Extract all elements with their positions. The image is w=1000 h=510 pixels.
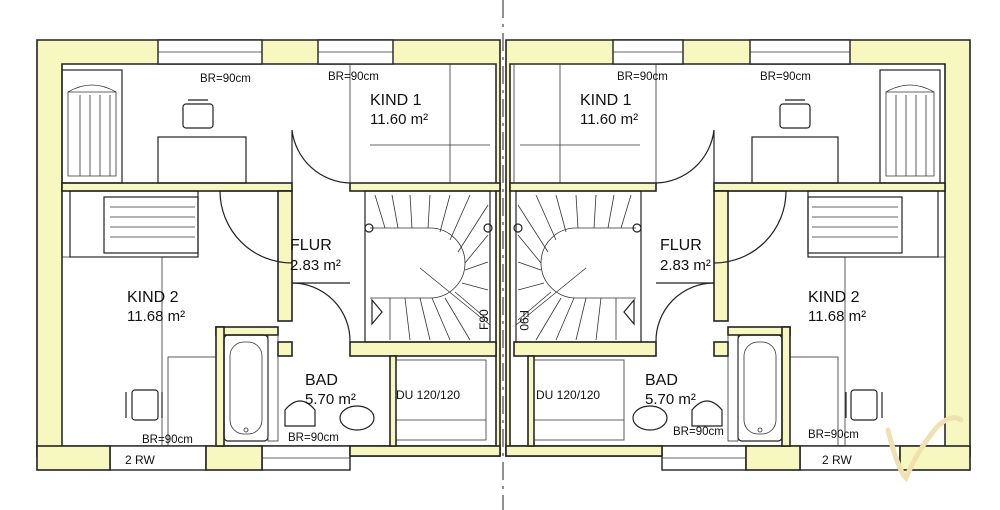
left-flur-area: 2.83 m² — [290, 257, 341, 274]
left-window-top-1-label: BR=90cm — [200, 73, 251, 85]
left-bad-area: 5.70 m² — [305, 391, 356, 408]
watermark-logo — [885, 415, 964, 483]
left-shower-label: DU 120/120 — [396, 388, 460, 402]
left-bad-label: BAD — [305, 372, 338, 389]
right-flur-label: FLUR — [660, 237, 702, 254]
right-shower-label: DU 120/120 — [536, 388, 600, 402]
left-window-bottom-1-label: BR=90cm — [142, 434, 193, 446]
right-kind2-label: KIND 2 — [808, 289, 860, 306]
right-bad-area: 5.70 m² — [645, 391, 696, 408]
right-window-bottom-2-label: BR=90cm — [808, 429, 859, 441]
left-kind2-area: 11.68 m² — [127, 308, 185, 325]
right-stair-fire-label: F90 — [517, 310, 531, 331]
left-window-bottom-2-label: BR=90cm — [288, 432, 339, 444]
right-kind1-area: 11.60 m² — [580, 111, 638, 128]
right-flur-area: 2.83 m² — [660, 257, 711, 274]
left-rw-label: 2 RW — [125, 453, 155, 467]
left-kind1-area: 11.60 m² — [370, 111, 428, 128]
right-kind2-area: 11.68 m² — [808, 308, 866, 325]
left-window-top-2-label: BR=90cm — [328, 71, 379, 83]
right-kind1-label: KIND 1 — [580, 92, 632, 109]
right-window-top-2-label: BR=90cm — [760, 71, 811, 83]
left-unit: KIND 1 11.60 m² KIND 2 11.68 m² FLUR 2.8… — [36, 39, 501, 471]
right-rw-label: 2 RW — [822, 453, 852, 467]
right-unit: KIND 1 11.60 m² KIND 2 11.68 m² FLUR 2.8… — [505, 39, 971, 471]
left-flur-label: FLUR — [290, 237, 332, 254]
right-window-bottom-1-label: BR=90cm — [673, 426, 724, 438]
right-window-top-1-label: BR=90cm — [617, 71, 668, 83]
left-kind1-label: KIND 1 — [370, 92, 422, 109]
right-bad-label: BAD — [645, 372, 678, 389]
left-stair-fire-label: F90 — [477, 309, 491, 330]
left-kind2-label: KIND 2 — [127, 289, 179, 306]
